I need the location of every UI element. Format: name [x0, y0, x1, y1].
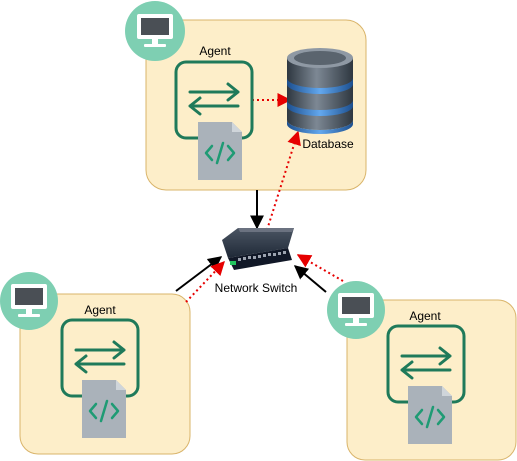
network-switch-label: Network Switch [215, 281, 298, 295]
link-switch-to-database [266, 130, 301, 231]
network-switch-icon [222, 228, 294, 270]
monitor-icon [327, 281, 385, 339]
database-icon [287, 48, 353, 134]
monitor-icon [0, 272, 58, 330]
agent-right-label: Agent [409, 309, 441, 323]
link-left-agent-to-switch-data [185, 260, 225, 303]
link-right-agent-to-switch [293, 265, 327, 293]
code-document-icon [408, 386, 452, 444]
monitor-icon [125, 1, 185, 61]
agent-top-label: Agent [199, 44, 231, 58]
agent-left-label: Agent [84, 303, 116, 317]
link-right-agent-to-switch-data [296, 254, 344, 282]
database-label: Database [302, 137, 354, 151]
code-document-icon [82, 380, 126, 438]
code-document-icon [198, 122, 242, 180]
